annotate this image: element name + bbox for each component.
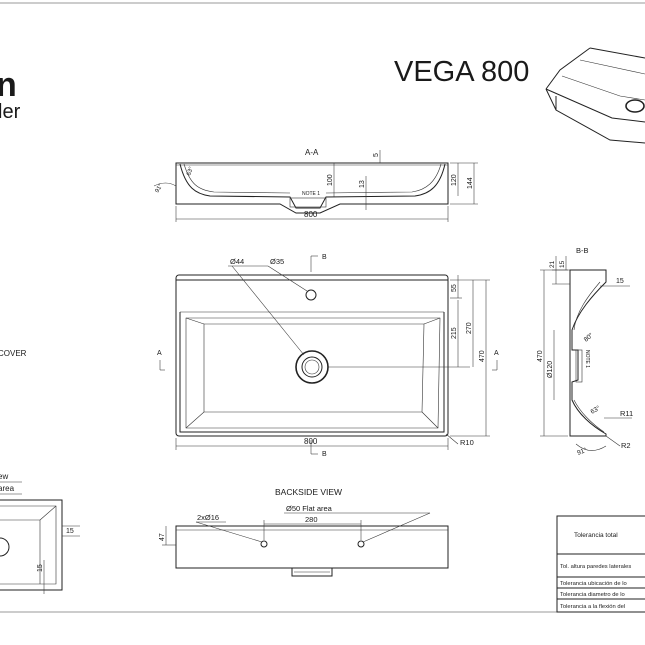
backside-holes-label: 2xØ16 xyxy=(197,513,219,522)
section-bb-label: B-B xyxy=(576,246,589,255)
top-view-radius: R10 xyxy=(460,438,474,447)
section-bb-angle-91: 91° xyxy=(576,446,588,457)
logo-fragment-top: n xyxy=(0,66,17,104)
product-title: VEGA 800 xyxy=(394,56,529,88)
section-bb-radius-2: R2 xyxy=(621,441,631,450)
section-aa-height-144: 144 xyxy=(467,177,474,189)
tolerance-header: Tolerancia total xyxy=(574,532,618,539)
section-a-marker-left: A xyxy=(157,350,162,357)
section-aa-width: 800 xyxy=(304,210,318,219)
section-bb-dim-15-top: 15 xyxy=(559,260,566,268)
section-aa-angle-91: 91° xyxy=(155,183,165,194)
top-view-dim-270: 270 xyxy=(466,322,473,334)
area-label-fragment: area xyxy=(0,484,15,493)
section-aa-dim-13: 13 xyxy=(359,180,366,188)
overflow-diameter: Ø44 xyxy=(230,257,244,266)
tap-hole xyxy=(305,289,317,301)
backside-hole-right xyxy=(357,540,365,548)
section-bb-dim-470: 470 xyxy=(537,350,544,362)
section-bb-view: B-B NOTE 1 21 15 15 470 Ø120 80° 63° R11… xyxy=(537,246,633,457)
tolerance-table: Tolerancia total Tol. altura paredes lat… xyxy=(556,515,645,613)
section-bb-radius-11: R11 xyxy=(620,409,633,418)
backside-spacing: 280 xyxy=(305,515,318,524)
drain-inner xyxy=(301,356,323,378)
isometric-view xyxy=(545,47,645,144)
tolerance-row-4: Tolerancia a la flexión del xyxy=(560,604,625,610)
top-view-width: 800 xyxy=(304,437,318,446)
top-view-dim-55: 55 xyxy=(451,284,458,292)
tap-hole-diameter: Ø35 xyxy=(270,257,284,266)
section-aa-angle-63: 63° xyxy=(186,166,195,177)
section-a-marker-right: A xyxy=(494,350,499,357)
section-aa-depth-100: 100 xyxy=(327,174,334,186)
view-label-fragment: ew xyxy=(0,472,8,481)
cover-label-fragment: COVER xyxy=(0,349,27,358)
tolerance-row-1: Tol. altura paredes laterales xyxy=(560,564,631,570)
isometric-drain-hole xyxy=(625,99,645,113)
logo-fragment-bottom: ler xyxy=(0,101,21,123)
backside-hole-left xyxy=(260,540,268,548)
section-aa-dim-5: 5 xyxy=(373,153,380,157)
left-partial-view: 15 15 xyxy=(0,499,80,594)
section-b-marker-bottom: B xyxy=(322,451,327,458)
section-aa-view: A-A NOTE 1 800 120 144 100 5 13 91° 63° xyxy=(153,148,478,222)
section-b-marker-top: B xyxy=(322,254,327,261)
top-view-outline xyxy=(175,274,449,437)
drain-outer xyxy=(295,350,329,384)
backside-dim-47: 47 xyxy=(159,533,166,541)
backside-drain-pipe xyxy=(291,567,333,577)
section-aa-note: NOTE 1 xyxy=(302,191,320,197)
section-bb-angle-63: 63° xyxy=(589,404,602,416)
tolerance-row-2: Tolerancia ubicación de lo xyxy=(560,581,627,587)
backside-view-title: BACKSIDE VIEW xyxy=(275,487,342,497)
left-partial-dim-15-b: 15 xyxy=(37,564,44,572)
section-bb-note: NOTE 1 xyxy=(584,350,590,368)
section-bb-angle-80: 80° xyxy=(582,331,595,344)
backside-view: BACKSIDE VIEW 2xØ16 Ø50 Flat area 280 47 xyxy=(159,487,449,577)
top-view-dim-470: 470 xyxy=(479,350,486,362)
tolerance-row-3: Tolerancia diametro de lo xyxy=(560,592,625,598)
section-aa-label: A-A xyxy=(305,148,319,157)
backside-flat-area: Ø50 Flat area xyxy=(286,504,333,513)
section-bb-dim-15-right: 15 xyxy=(616,278,624,285)
section-bb-dim-21: 21 xyxy=(549,260,556,268)
section-aa-height-120: 120 xyxy=(451,174,458,186)
section-bb-drain-diameter: Ø120 xyxy=(547,361,554,378)
left-partial-dim-15-a: 15 xyxy=(66,528,74,535)
top-view: Ø44 Ø35 B B A A 55 215 270 470 800 xyxy=(157,254,499,458)
top-view-dim-215: 215 xyxy=(451,327,458,339)
